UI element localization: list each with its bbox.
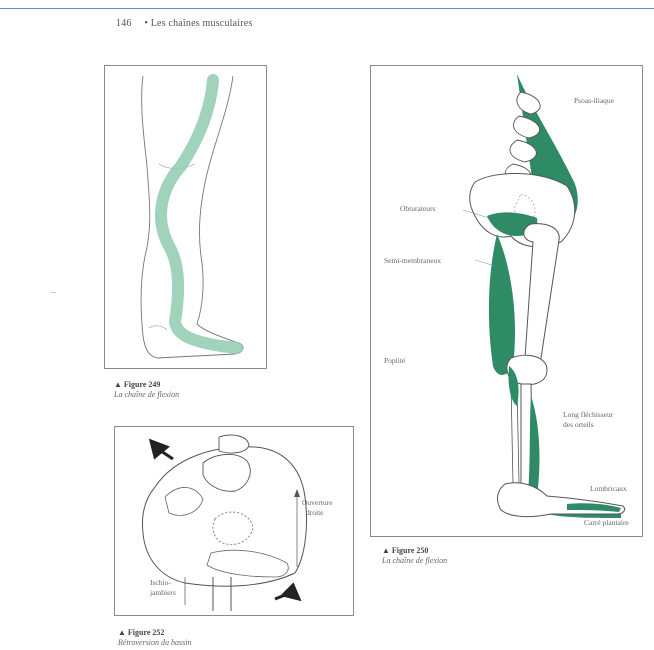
iliac-crest <box>165 487 203 515</box>
chapter-title: • Les chaînes musculaires <box>144 18 252 29</box>
figure-249-frame <box>104 65 267 369</box>
figure-252-number: ▲ Figure 252 <box>118 628 191 638</box>
label-ischio-line1: Ischio- <box>150 578 171 587</box>
figure-250-caption: ▲ Figure 250 La chaîne de flexion <box>382 546 447 566</box>
arrow-top-left-icon <box>151 441 173 459</box>
ouverture-arrowhead <box>294 489 300 497</box>
figure-250-frame <box>370 65 643 537</box>
label-psoas-iliaque: Psoas-iliaque <box>574 96 614 105</box>
scan-speck <box>50 292 56 293</box>
acetabulum <box>213 512 253 545</box>
figure-249-caption: ▲ Figure 249 La chaîne de flexion <box>114 380 179 400</box>
label-ouverture-line1: Ouverture <box>302 498 332 507</box>
top-rule <box>0 8 654 9</box>
label-long-flechisseur-line1: Long fléchisseur <box>563 410 613 419</box>
figure-252-description: Rétroversion du bassin <box>118 638 191 648</box>
label-long-flechisseur-line2: des orteils <box>563 420 594 429</box>
leg-outline-back <box>141 76 157 358</box>
arrow-bottom-right-icon <box>275 585 299 599</box>
figure-249-illustration <box>105 66 266 368</box>
page-number: 146 <box>116 18 132 29</box>
label-ischio-line2: jambiers <box>150 588 176 597</box>
figure-252-caption: ▲ Figure 252 Rétroversion du bassin <box>118 628 191 648</box>
sacrum <box>203 454 250 491</box>
figure-250-illustration <box>371 66 642 536</box>
vertebra <box>219 435 249 453</box>
label-carre-plantaire: Carré plantaire <box>584 518 629 527</box>
label-semi-membraneux: Semi-membraneux <box>384 256 441 265</box>
pubis <box>207 550 288 577</box>
running-header: 146 • Les chaînes musculaires <box>116 18 253 29</box>
figure-250-description: La chaîne de flexion <box>382 556 447 566</box>
ankle-line <box>149 326 167 330</box>
flexion-chain-band <box>161 80 237 348</box>
label-ouverture-line2: droite <box>306 508 324 517</box>
label-lombricaux: Lombricaux <box>590 484 627 493</box>
figure-250-number: ▲ Figure 250 <box>382 546 447 556</box>
figure-249-description: La chaîne de flexion <box>114 390 179 400</box>
figure-249-number: ▲ Figure 249 <box>114 380 179 390</box>
semimembranosus-muscle <box>489 234 515 375</box>
label-poplite: Poplité <box>384 356 405 365</box>
femur-head <box>213 577 231 611</box>
label-obturateurs: Obturateurs <box>400 204 435 213</box>
